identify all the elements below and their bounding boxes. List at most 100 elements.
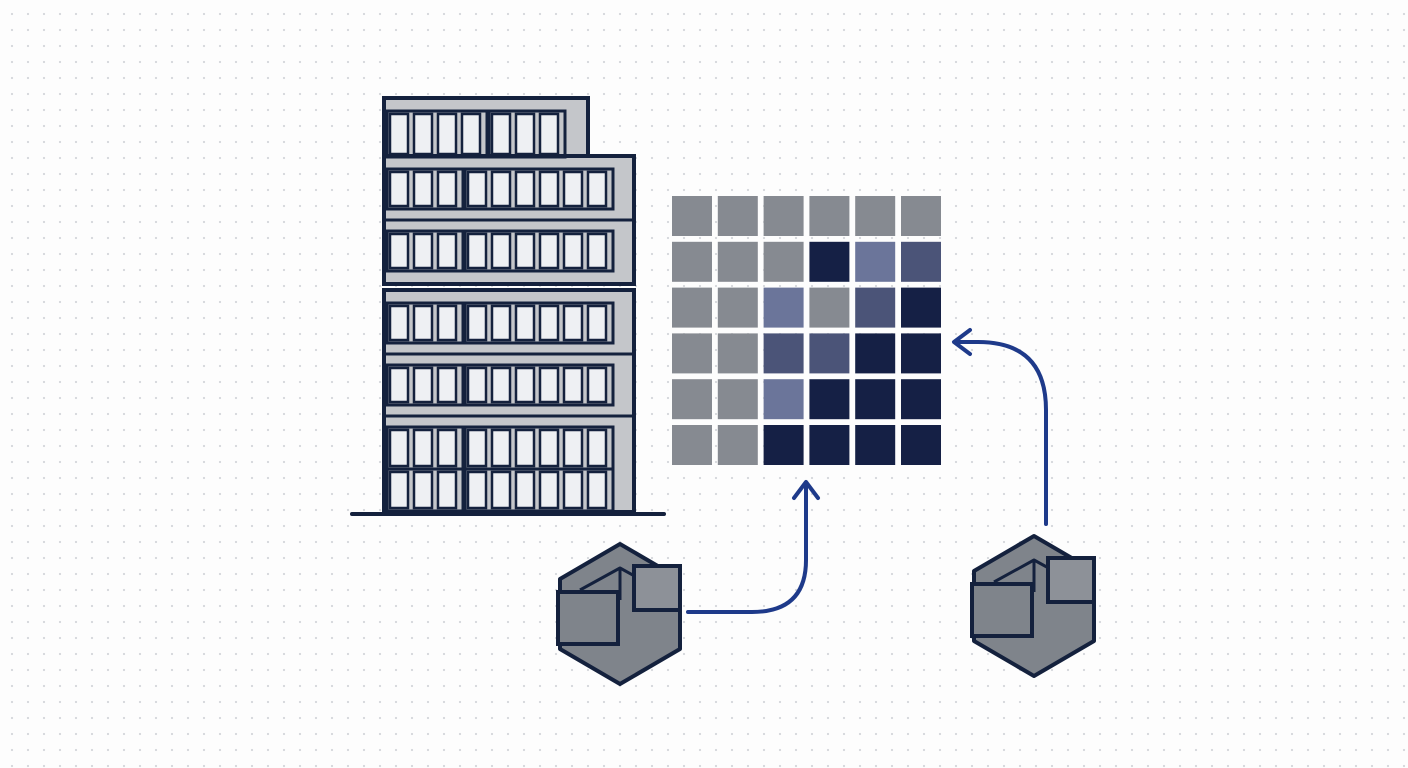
arrow-head [952,328,972,356]
heatmap-grid-icon [672,196,941,465]
window [436,304,458,342]
grid-cell [672,425,712,465]
window [412,170,434,208]
grid-cell [809,379,850,420]
window [514,366,536,404]
window [436,470,458,510]
window [490,304,512,342]
grid-cell [901,241,941,282]
window [412,366,434,404]
grid-cell [672,287,712,328]
window [586,428,608,468]
window [436,428,458,468]
window [490,470,512,510]
grid-cell [855,333,896,374]
window-frame [463,467,615,513]
window [514,170,536,208]
package-block [632,564,682,612]
office-building-icon [350,96,666,516]
grid-cell [717,333,758,374]
grid-cell [855,287,896,328]
window [490,366,512,404]
grid-cell [901,333,941,374]
window [562,428,584,468]
window-frame [463,167,615,211]
window [490,112,512,156]
package-cube-icon [556,542,682,686]
grid-cell [901,287,941,328]
window [412,470,434,510]
window [586,304,608,342]
grid-cell [717,379,758,420]
grid-cell [717,287,758,328]
window [586,470,608,510]
building-windows [385,109,615,513]
grid-cell [855,196,896,236]
window [514,232,536,270]
package-block [970,582,1034,638]
grid-cell [763,333,804,374]
window [538,470,560,510]
window [412,112,434,156]
window [562,170,584,208]
window [436,170,458,208]
window [466,304,488,342]
window [466,170,488,208]
window [466,428,488,468]
package-block [1046,556,1096,604]
curved-arrow-icon [686,482,808,614]
grid-cell [763,196,804,236]
window [538,366,560,404]
grid-cell [809,287,850,328]
window-frame [463,229,615,273]
grid-cell [809,425,850,465]
grid-cell [763,379,804,420]
window-frame [463,301,615,345]
window [538,304,560,342]
grid-cell [901,196,941,236]
window-frame [385,109,489,159]
window-frame [487,109,567,159]
window [388,170,410,208]
grid-cell [763,241,804,282]
window [388,232,410,270]
window [490,428,512,468]
window [388,304,410,342]
window [562,366,584,404]
grid-cell [855,425,896,465]
window [412,232,434,270]
grid-cell [809,196,850,236]
grid-cell [763,287,804,328]
grid-cell [717,196,758,236]
window [514,428,536,468]
grid-cell [901,379,941,420]
grid-cell [855,379,896,420]
window-frame [385,363,465,407]
grid-cell [672,379,712,420]
window-frame [385,467,465,513]
window [466,232,488,270]
window [388,470,410,510]
window [586,170,608,208]
window [538,232,560,270]
window [466,366,488,404]
window [562,232,584,270]
window [388,428,410,468]
package-block [556,590,620,646]
arrows [686,328,1048,614]
window [562,470,584,510]
window-frame [385,301,465,345]
window [586,366,608,404]
window [562,304,584,342]
grid-cell [717,241,758,282]
window [412,304,434,342]
grid-cell [717,425,758,465]
package-cube-icon [970,534,1096,678]
window [466,470,488,510]
window-frame [385,229,465,273]
grid-cell [901,425,941,465]
grid-cell [809,241,850,282]
window [388,366,410,404]
